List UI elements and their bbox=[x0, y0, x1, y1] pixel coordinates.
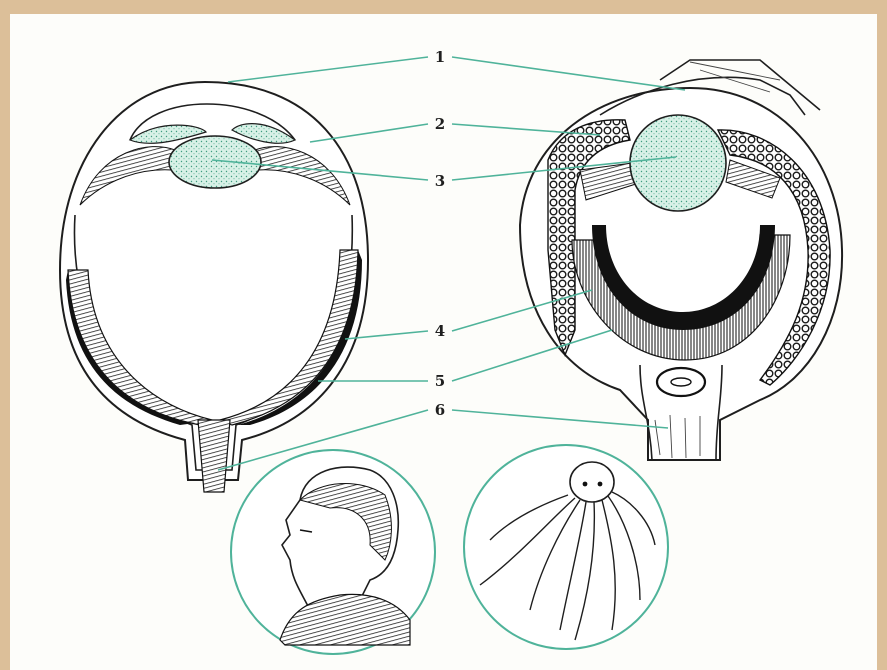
octopus-eye-cross-section bbox=[520, 60, 842, 460]
octopus-mantle bbox=[570, 462, 614, 502]
octopus-optic-lobe-core bbox=[671, 378, 691, 386]
label-3: 3 bbox=[435, 172, 445, 190]
human-portrait-inset bbox=[231, 450, 435, 654]
octopus-inset-circle bbox=[464, 445, 668, 649]
label-2: 2 bbox=[435, 115, 445, 133]
leader-1-left bbox=[228, 57, 428, 82]
label-1: 1 bbox=[435, 48, 445, 66]
octopus-lens bbox=[630, 115, 726, 211]
human-optic-nerve bbox=[198, 420, 230, 492]
octopus-portrait-inset bbox=[464, 445, 668, 649]
label-5: 5 bbox=[435, 372, 445, 390]
octopus-eye-dot-right bbox=[598, 482, 603, 487]
leader-6-right bbox=[452, 410, 668, 428]
human-eye-cross-section bbox=[60, 82, 368, 492]
label-6: 6 bbox=[435, 401, 445, 419]
label-4: 4 bbox=[435, 322, 445, 340]
leader-1-right bbox=[452, 57, 685, 90]
octopus-eye-dot-left bbox=[583, 482, 588, 487]
human-lens bbox=[169, 136, 261, 188]
